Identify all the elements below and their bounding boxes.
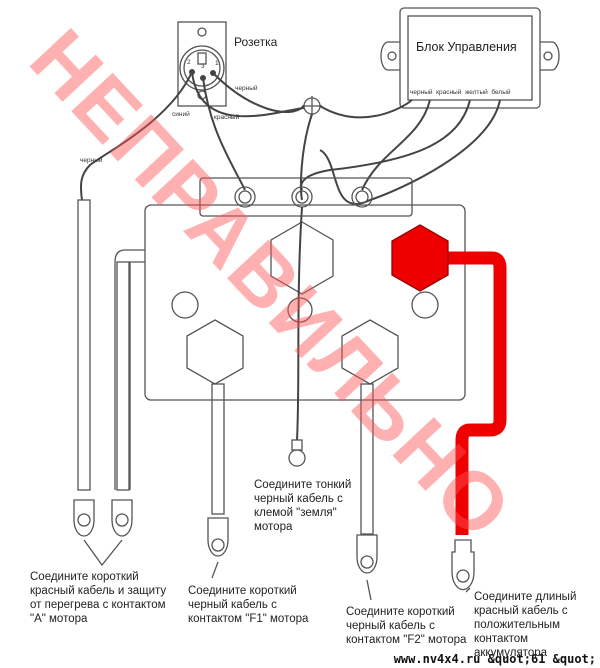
label-battery: Соедините длиный красный кабель с положи… bbox=[474, 591, 577, 659]
wire-label-blue: синий bbox=[172, 111, 190, 118]
pin-1: 1 bbox=[215, 60, 219, 67]
label-contact-a: Соедините короткий красный кабель и защи… bbox=[30, 571, 167, 625]
red-cable bbox=[391, 224, 507, 593]
pin-2: 2 bbox=[187, 59, 191, 66]
control-box-wires: черный красный желтый белый bbox=[410, 89, 511, 96]
wire-label-red: красный bbox=[214, 114, 240, 121]
wire-label-black: черный bbox=[235, 85, 258, 92]
control-box-title: Блок Управления bbox=[416, 40, 517, 54]
socket-title: Розетка bbox=[234, 35, 278, 49]
label-contact-f2: Соедините короткий черный кабель с конта… bbox=[346, 606, 467, 646]
mounting-holes bbox=[171, 291, 439, 323]
label-contact-f1: Соедините короткий черный кабель с конта… bbox=[188, 585, 309, 625]
cable-f1 bbox=[207, 383, 229, 579]
terminal-strip bbox=[199, 177, 413, 217]
ground-wire bbox=[288, 206, 306, 467]
cable-a bbox=[73, 199, 133, 567]
side-pipes bbox=[114, 249, 145, 490]
cable-f2 bbox=[356, 383, 378, 601]
label-ground: Соедините тонкий черный кабель с клемой … bbox=[254, 479, 352, 533]
pin-3: 3 bbox=[201, 63, 205, 70]
relay-body bbox=[144, 204, 466, 401]
wire-label-left-black: черный bbox=[80, 157, 103, 164]
socket bbox=[177, 21, 227, 107]
junction bbox=[302, 96, 322, 116]
site-caption: www.nv4x4.ru &quot;61 &quot; bbox=[393, 652, 596, 666]
